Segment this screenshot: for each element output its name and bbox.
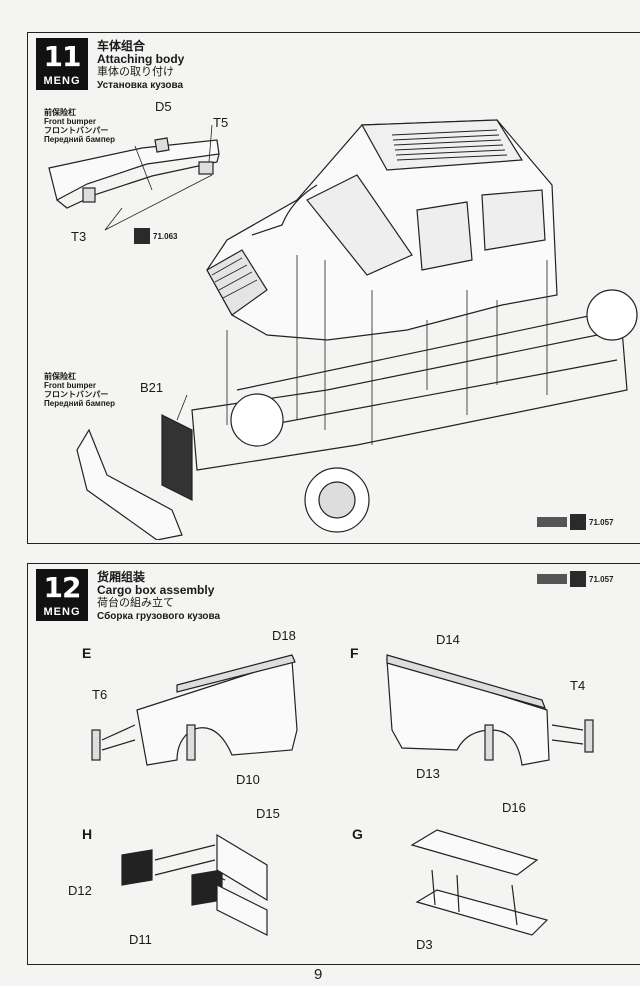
part-label-t5: T5 (213, 115, 229, 130)
step-11-illustration (48, 119, 638, 540)
part-label-d18: D18 (272, 628, 296, 643)
paint-callout-71057-step12: 71.057 (537, 571, 613, 587)
part-label-d5: D5 (155, 99, 172, 114)
section-g: G (352, 826, 363, 842)
part-label-t4: T4 (570, 678, 586, 693)
part-label-d13: D13 (416, 766, 440, 781)
section-e: E (82, 645, 92, 661)
brush-icon (570, 514, 586, 530)
part-label-d16: D16 (502, 800, 526, 815)
step-12-illustration (91, 654, 594, 936)
section-h: H (82, 826, 93, 842)
part-label-d11: D11 (129, 932, 152, 947)
paint-swatch (537, 517, 567, 527)
step-11-title: 车体组合 Attaching body 車体の取り付け Установка ку… (97, 39, 185, 92)
brush-icon (134, 228, 150, 244)
paint-callout-71063: 71.063 (134, 228, 177, 244)
part-label-d10: D10 (236, 772, 260, 787)
part-label-d15: D15 (256, 806, 280, 821)
part-label-d12: D12 (68, 883, 92, 898)
step-11-badge: 11 MENG (36, 38, 88, 90)
paint-callout-71057-step11: 71.057 (537, 514, 613, 530)
part-label-d3: D3 (416, 937, 433, 952)
step-12-badge: 12 MENG (36, 569, 88, 621)
part-label-t6: T6 (92, 687, 108, 702)
step-12-title: 货厢组装 Cargo box assembly 荷台の組み立て Сборка г… (97, 570, 221, 623)
front-bumper-label-bottom: 前保险杠 Front bumper フロントバンパー Передний бамп… (44, 372, 115, 408)
step-11-number: 11 (43, 40, 82, 73)
step-11-panel (27, 32, 640, 544)
meng-logo: MENG (43, 75, 81, 87)
step-12-panel (27, 563, 640, 965)
section-f: F (350, 645, 359, 661)
part-label-t3: T3 (71, 229, 87, 244)
part-label-b21: B21 (140, 380, 164, 395)
front-bumper-label-top: 前保险杠 Front bumper フロントバンパー Передний бамп… (44, 108, 115, 144)
page-number: 9 (314, 966, 323, 983)
part-label-d14: D14 (436, 632, 460, 647)
step-12-number: 12 (43, 571, 82, 604)
paint-swatch (537, 574, 567, 584)
meng-logo: MENG (43, 606, 81, 618)
brush-icon (570, 571, 586, 587)
